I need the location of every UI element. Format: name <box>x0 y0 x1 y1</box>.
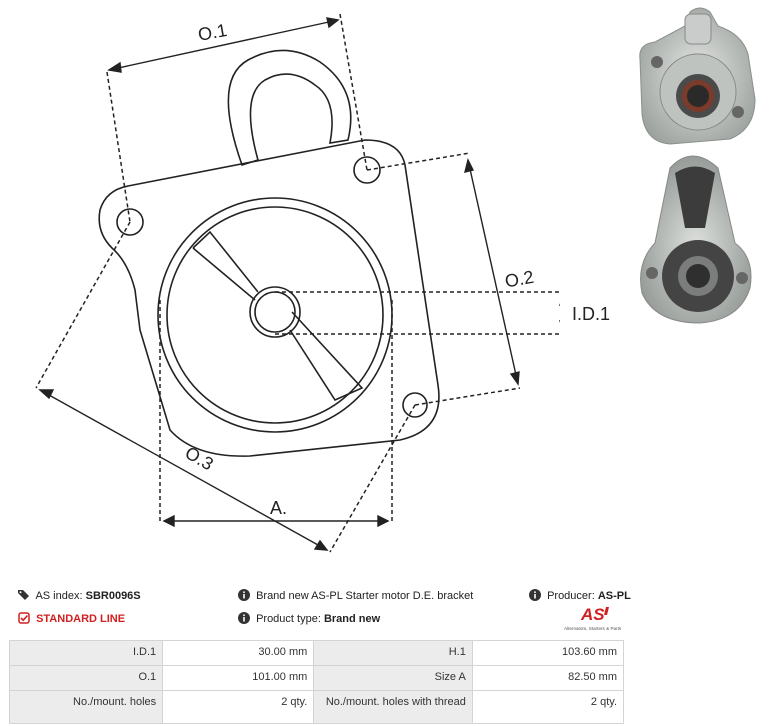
as-index-label: AS index: <box>35 590 83 602</box>
spec-label: No./mount. holes with thread <box>313 690 473 724</box>
info-circle-icon <box>238 589 250 601</box>
spec-label: H.1 <box>313 640 473 666</box>
spec-label: Size A <box>313 665 473 691</box>
standard-line-label: STANDARD LINE <box>36 613 126 625</box>
info-circle-icon <box>238 612 250 624</box>
description: Brand new AS-PL Starter motor D.E. brack… <box>238 589 473 603</box>
producer-value: AS-PL <box>597 590 631 602</box>
label-o3: O.3 <box>182 442 217 474</box>
product-photo-rear <box>640 155 752 324</box>
mount-hole-topright <box>353 156 381 184</box>
spec-label: I.D.1 <box>8 640 164 666</box>
product-photo-front <box>639 7 756 145</box>
svg-text:Alternators, Starters & Parts: Alternators, Starters & Parts <box>564 626 622 631</box>
mount-hole-bottomright <box>402 392 428 418</box>
tags-icon <box>18 590 29 600</box>
svg-text:AS: AS <box>580 605 605 624</box>
spec-value: 2 qty. <box>162 690 315 724</box>
technical-drawing: O.1 O.2 O.3 A. <box>35 13 560 553</box>
standard-line: STANDARD LINE <box>18 612 125 626</box>
spec-label: O.1 <box>8 665 164 691</box>
spec-value: 2 qty. <box>471 690 625 724</box>
mount-hole-left <box>116 208 144 236</box>
producer: Producer: AS-PL <box>529 589 631 603</box>
outer-ring <box>157 197 393 433</box>
flange-outline <box>98 139 440 457</box>
spec-value: 103.60 mm <box>471 640 625 666</box>
product-type-label: Product type: <box>256 613 321 625</box>
description-text: Brand new AS-PL Starter motor D.E. brack… <box>256 590 474 602</box>
hub-outer <box>249 286 301 338</box>
as-pl-logo: AS Alternators, Starters & Parts <box>564 605 622 631</box>
label-o1: O.1 <box>197 20 229 45</box>
info-circle-icon <box>529 589 541 601</box>
as-index: AS index: SBR0096S <box>18 589 141 603</box>
producer-label: Producer: <box>547 590 595 602</box>
check-square-icon <box>18 612 30 624</box>
label-id1: I.D.1 <box>572 304 611 324</box>
label-o2: O.2 <box>503 267 535 292</box>
cutout <box>192 247 364 402</box>
spec-value: 30.00 mm <box>162 640 315 666</box>
top-loop <box>227 49 352 166</box>
hub-inner <box>254 291 296 333</box>
product-type-value: Brand new <box>323 613 381 625</box>
product-type: Product type: Brand new <box>238 612 380 626</box>
spec-value: 101.00 mm <box>162 665 315 691</box>
spec-label: No./mount. holes <box>8 690 164 724</box>
label-a: A. <box>270 498 287 518</box>
spec-value: 82.50 mm <box>471 665 625 691</box>
as-index-value: SBR0096S <box>85 590 141 602</box>
inner-ring <box>166 206 384 424</box>
